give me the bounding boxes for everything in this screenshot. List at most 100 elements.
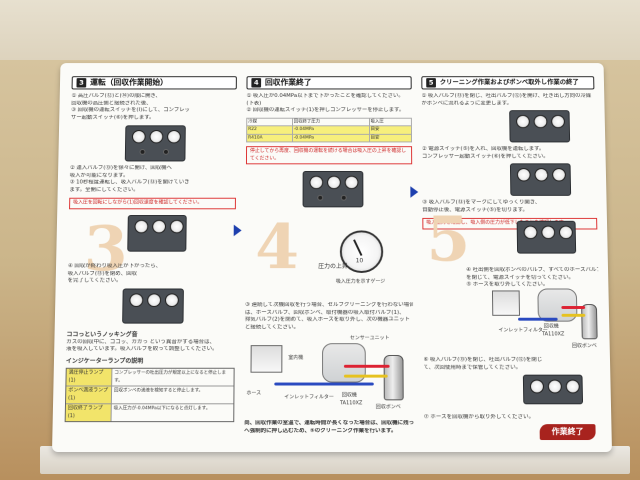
hose-line <box>518 318 558 321</box>
step-5-text-2: ② 電源スイッチ(⑤)を入れ、回収機を運転します。 コンプレッサー起動スイッチ(… <box>422 146 596 160</box>
gauge-icon <box>524 226 538 239</box>
text-line: て、次回使用時まで保管してください。 <box>423 364 600 371</box>
step-watermark-4: 4 <box>255 217 299 279</box>
gauge-icon <box>327 176 341 189</box>
gauge-icon <box>167 130 181 143</box>
text-line: へ強制的に押し込むため、⑤のクリーニング作業を行います。 <box>244 428 414 435</box>
step-3-text-1: ① 高圧バルブ(⑫)と(⑭)の順に開き、 回収機の高圧側と接続された後、 ③ 回… <box>71 93 237 121</box>
caution-note: 吸入圧を回転にしながら(1)回収速度を確認してください。 <box>69 198 236 209</box>
step-5-text-6: ⑦ ホースを回収機から取り外してください。 <box>424 414 602 421</box>
arrow-right-icon <box>234 225 242 237</box>
text-line: ① 高圧バルブ(⑫)と(⑭)の順に開き、 <box>71 93 236 100</box>
indicator-label: 満圧停止ランプ(1) <box>66 369 112 386</box>
table-cell: 目安 <box>369 134 411 142</box>
recovery-unit-panel <box>127 215 186 252</box>
text-line: ① 吸入バルブ(⑬)を閉じ、吐出バルブ(⑫)を開け、吐き出し方向の冷媒 <box>421 93 594 100</box>
text-line: ② 回収機の運転スイッチ(1)を押しコンプレッサーを停止します。 <box>246 107 412 114</box>
dial-caption-1: 圧力の上昇 <box>318 263 348 270</box>
hose-line <box>344 375 388 378</box>
step-title: 回収作業終了 <box>265 79 312 86</box>
text-line: 排気バルブ(2)を閉めて、吸入ホースを取り外し、次の機器ユニット <box>245 317 413 324</box>
hose-label: ホース <box>246 390 261 397</box>
gauge-icon <box>548 380 562 394</box>
hose-line <box>344 365 390 368</box>
hose-line <box>274 383 373 386</box>
step-number: 4 <box>251 78 261 87</box>
text-line: ② 運入バルブ(⑬)を徐々に開け、回収機へ <box>70 165 236 172</box>
text-line: ⑦ ホースを回収機から取り外してください。 <box>424 414 602 421</box>
table-row: R410A -0.04MPa 目安 <box>247 134 412 142</box>
text-line: を閉じて、電源スイッチを切ってください。 <box>466 274 598 281</box>
step-5-heading: 5 クリーニング作業およびボンベ取外し作業の終了 <box>421 76 594 89</box>
step-3-text-2: ② 運入バルブ(⑬)を徐々に開け、回収機へ 吸入が可能になります。 ③ 10秒程… <box>69 165 236 194</box>
text-line: ④ 吐出側を回収ボンベのバルブ、すべてのホースバルブ <box>466 267 598 274</box>
recovery-unit-panel <box>517 221 577 254</box>
gauge-icon <box>517 168 531 181</box>
step-3-column: 3 運転（回収作業開始） ① 高圧バルブ(⑫)と(⑭)の順に開き、 回収機の高圧… <box>64 76 237 444</box>
background-wall <box>0 0 640 60</box>
indicator-title: インジケーターランプの説明 <box>66 357 235 364</box>
dial-value: 10 <box>356 257 364 264</box>
pressure-table: 冷媒 回収終了圧力 吸入圧 R22 -0.04MPa 目安 R410A -0.0… <box>246 117 412 142</box>
table-cell: -0.04MPa <box>292 134 369 142</box>
indicator-table: 満圧停止ランプ(1) コンプレッサーの吐出圧力が規定以上になると停止します。 ボ… <box>65 368 235 422</box>
cylinder-label: 回収ボンベ <box>572 343 597 350</box>
text-line: ⑤ ホースを取り外してください。 <box>466 282 598 289</box>
text-line: ガスの回収中に、ココッ、ガガっ という異音がする場合は、 <box>66 339 235 346</box>
valve-icon <box>140 149 146 155</box>
step-title: クリーニング作業およびボンベ取外し作業の終了 <box>440 79 579 86</box>
gauge-icon <box>134 220 148 233</box>
gauge-icon <box>534 115 548 128</box>
table-cell: 回収終了圧力 <box>292 118 369 126</box>
step-4-heading: 4 回収作業終了 <box>246 76 411 89</box>
step-5-text-4: ④ 吐出側を回収ボンベのバルブ、すべてのホースバルブ を閉じて、電源スイッチを切… <box>466 267 599 289</box>
model-label: TA110XZ <box>542 331 564 338</box>
table-row: 冷媒 回収終了圧力 吸入圧 <box>247 118 412 126</box>
step-4-text-1: ① 吸入圧が0.04MPa以下まで下がったことを確認してください。 (下表) ②… <box>246 93 412 114</box>
table-cell: 冷媒 <box>247 118 293 126</box>
table-cell: 吸入圧 <box>369 118 411 126</box>
gauge-icon <box>165 293 179 307</box>
gauge-icon <box>309 176 323 189</box>
table-cell: R410A <box>247 134 293 142</box>
gauge-icon <box>551 115 565 128</box>
recovery-unit-panel <box>510 163 571 195</box>
text-line: を完了してください。 <box>67 278 235 285</box>
knocking-title: ココっというノッキング音 <box>66 331 235 338</box>
text-line: ③ 10秒程度運転し、吸入バルブ(⑬)を開けていき <box>70 180 237 187</box>
indicator-label: ボンベ満液ランプ(1) <box>66 386 112 403</box>
knocking-section: ココっというノッキング音 ガスの回収中に、ココッ、ガガっ という異音がする場合は… <box>65 331 235 422</box>
gauge-icon <box>534 168 548 181</box>
step-title: 運転（回収作業開始） <box>90 79 168 86</box>
gauge-icon <box>170 220 184 233</box>
recovery-label: 回収機 <box>342 392 357 399</box>
sensor-label: センサーユニット <box>350 335 390 342</box>
outlet-label: インレットフィルター <box>498 328 548 335</box>
text-line: がボンベに流れるように変更します。 <box>421 100 594 107</box>
text-line: ます。全開にしてください。 <box>69 187 236 194</box>
caution-note: 停止してから再度、回収機の運転を続ける場合は吸入圧の上昇を確認してください。 <box>246 146 412 164</box>
gauge-icon <box>541 226 555 239</box>
text-line: 回収機の高圧側と接続された後、 <box>71 100 237 107</box>
text-line: ④ 回収が終わり吸入圧が下がったら、 <box>68 263 236 270</box>
table-cell: -0.04MPa <box>292 126 369 134</box>
step-watermark-5: 5 <box>426 209 470 271</box>
recovery-unit-panel <box>122 289 184 324</box>
indicator-desc: 吸入圧力が-0.04MPa以下になると点灯します。 <box>112 404 234 421</box>
dial-caption-2: 吸入圧力を示すゲージ <box>336 279 385 286</box>
table-cell: R22 <box>247 126 293 134</box>
text-line: ⑥ 吸入バルブ(⑬)を閉じ、吐出バルブ(⑫)を閉じ <box>423 357 600 364</box>
step-3-text-3: ④ 回収が終わり吸入圧が下がったら、 吸入バルブ(⑬)を閉め、回収 を完了してく… <box>67 263 235 285</box>
indoor-unit-icon <box>251 345 283 373</box>
gauge-icon <box>345 176 359 189</box>
gauge-icon <box>566 380 580 394</box>
end-badge: 作業終了 <box>540 424 596 440</box>
recovery-label: 回収機 <box>544 324 559 331</box>
table-cell: 目安 <box>369 126 411 134</box>
model-label: TA110XZ <box>340 400 362 407</box>
outdoor-unit-icon <box>492 290 520 315</box>
hose-line <box>561 306 585 309</box>
text-line: と接続してください。 <box>245 324 413 331</box>
text-line: 尚、回収作業の室温で、運転時間が長くなった場合は、回収機に残った冷媒をボンベ <box>244 420 414 427</box>
gauge-icon <box>530 380 544 394</box>
